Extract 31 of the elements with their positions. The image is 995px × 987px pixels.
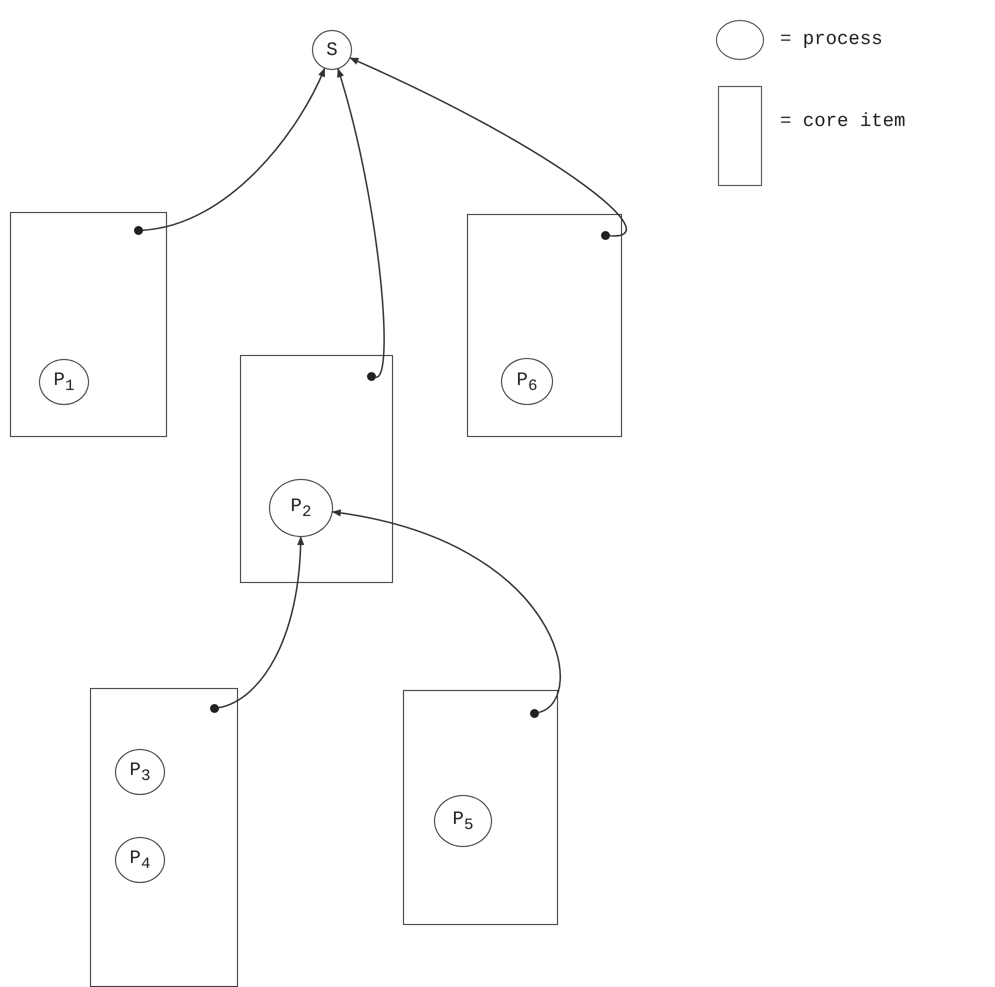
core-item-rectangle (403, 690, 558, 925)
process-circle (39, 359, 89, 405)
core-item-rectangle (10, 212, 167, 437)
legend-text: = core item (780, 110, 906, 132)
arrow (142, 68, 326, 231)
process-label: P$_{6}$ (516, 368, 538, 394)
core-item-rectangle (240, 355, 393, 583)
pointer-dot (601, 231, 610, 240)
process-circle (434, 795, 492, 847)
process-circle (269, 479, 333, 537)
core-item-rectangle (90, 688, 238, 987)
arrow (332, 510, 561, 714)
process-label: P$_{4}$ (130, 847, 150, 873)
arrow (218, 536, 304, 708)
core-item-rectangle (467, 214, 622, 437)
pointer-dot (367, 372, 376, 381)
legend-text: = process (780, 28, 883, 50)
arrow (336, 68, 385, 378)
pointer-dot (530, 709, 539, 718)
pointer-dot (134, 226, 143, 235)
process-circle (115, 749, 165, 795)
process-circle (312, 30, 352, 70)
process-label: P$_{3}$ (130, 759, 150, 785)
pointer-dot (210, 704, 219, 713)
arrow (350, 57, 627, 237)
process-label: S (326, 39, 338, 61)
process-label: P$_{5}$ (452, 808, 474, 834)
process-label: P$_{2}$ (290, 495, 312, 521)
process-label: P$_{1}$ (54, 369, 74, 395)
process-circle (115, 837, 165, 883)
process-circle (501, 358, 553, 405)
